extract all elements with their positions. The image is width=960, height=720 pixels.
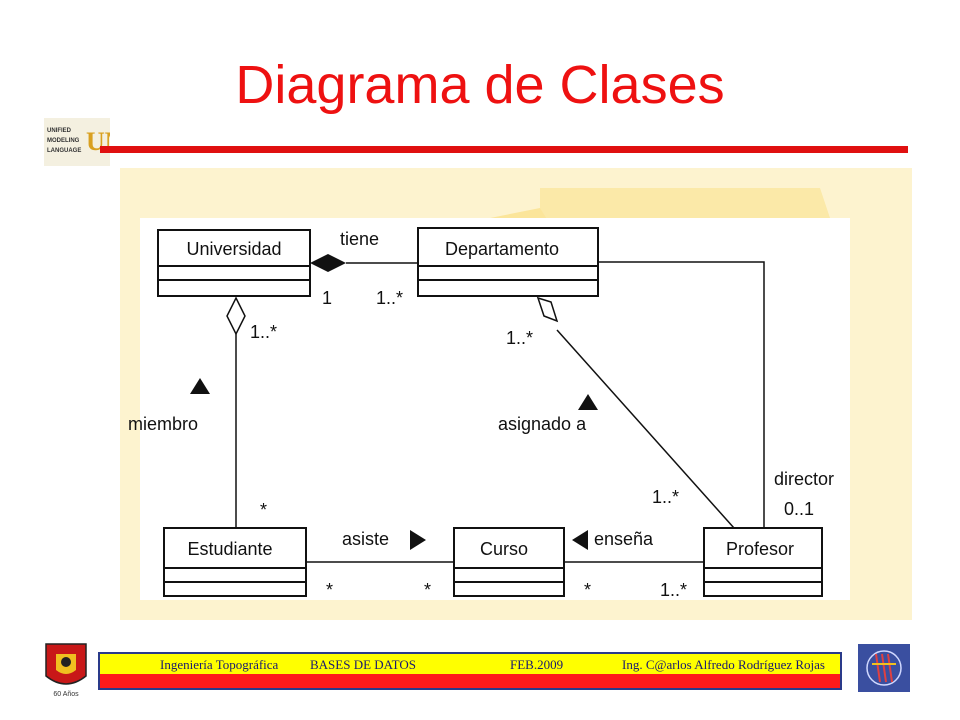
association-tiene[interactable] [310, 254, 418, 272]
label-director: director [774, 469, 834, 489]
footer-date: FEB.2009 [510, 657, 564, 672]
class-estudiante[interactable]: Estudiante [163, 527, 307, 597]
direction-arrow-up-icon [190, 378, 210, 394]
class-curso[interactable]: Curso [453, 527, 565, 597]
class-profesor[interactable]: Profesor [703, 527, 823, 597]
aggregation-diamond [536, 296, 559, 323]
slide-title: Diagrama de Clases [235, 55, 725, 115]
label-asiste: asiste [342, 529, 389, 549]
composition-diamond [310, 254, 346, 272]
mult-asiste-curso: * [424, 580, 431, 600]
association-miembro[interactable] [226, 296, 246, 528]
mult-tiene-departamento: 1..* [376, 288, 403, 308]
association-asignado[interactable] [536, 296, 735, 529]
direction-arrow-up-icon [578, 394, 598, 410]
label-miembro: miembro [128, 414, 198, 434]
mult-ensena-profesor: 1..* [660, 580, 687, 600]
label-tiene: tiene [340, 229, 379, 249]
association-director[interactable] [598, 261, 765, 528]
footer-info-strip: Ingeniería Topográfica BASES DE DATOS FE… [100, 654, 840, 674]
direction-arrow-left-icon [572, 530, 588, 550]
label-asignado: asignado a [498, 414, 587, 434]
title-underline [100, 146, 908, 153]
footer-author: Ing. C@arlos Alfredo Rodríguez Rojas [622, 657, 825, 672]
direction-arrow-right-icon [410, 530, 426, 550]
faculty-logo-icon [858, 644, 910, 692]
university-crest-icon: 60 Años [40, 640, 92, 702]
mult-miembro-universidad: 1..* [250, 322, 277, 342]
svg-text:LANGUAGE: LANGUAGE [47, 148, 81, 154]
class-name-estudiante: Estudiante [187, 539, 272, 559]
footer-program: Ingeniería Topográfica [160, 657, 279, 672]
svg-text:60 Años: 60 Años [53, 691, 79, 698]
label-ensena: enseña [594, 529, 654, 549]
class-name-curso: Curso [480, 539, 528, 559]
class-name-profesor: Profesor [726, 539, 794, 559]
mult-asiste-estudiante: * [326, 580, 333, 600]
aggregation-diamond [226, 296, 246, 336]
footer-red-band [100, 674, 840, 688]
footer-course: BASES DE DATOS [310, 657, 416, 672]
class-universidad[interactable]: Universidad [157, 229, 311, 297]
mult-ensena-curso: * [584, 580, 591, 600]
svg-text:MODELING: MODELING [47, 138, 80, 144]
svg-text:UNIFIED: UNIFIED [47, 128, 72, 134]
class-departamento[interactable]: Departamento [417, 227, 599, 297]
mult-tiene-universidad: 1 [322, 288, 332, 308]
mult-miembro-estudiante: * [260, 500, 267, 520]
footer-bar: Ingeniería Topográfica BASES DE DATOS FE… [98, 652, 842, 690]
mult-asignado-departamento: 1..* [506, 328, 533, 348]
class-name-departamento: Departamento [445, 239, 559, 259]
mult-director: 0..1 [784, 499, 814, 519]
uml-logo: UNIFIED MODELING LANGUAGE UML [44, 118, 110, 166]
mult-asignado-profesor: 1..* [652, 487, 679, 507]
class-name-universidad: Universidad [186, 239, 281, 259]
